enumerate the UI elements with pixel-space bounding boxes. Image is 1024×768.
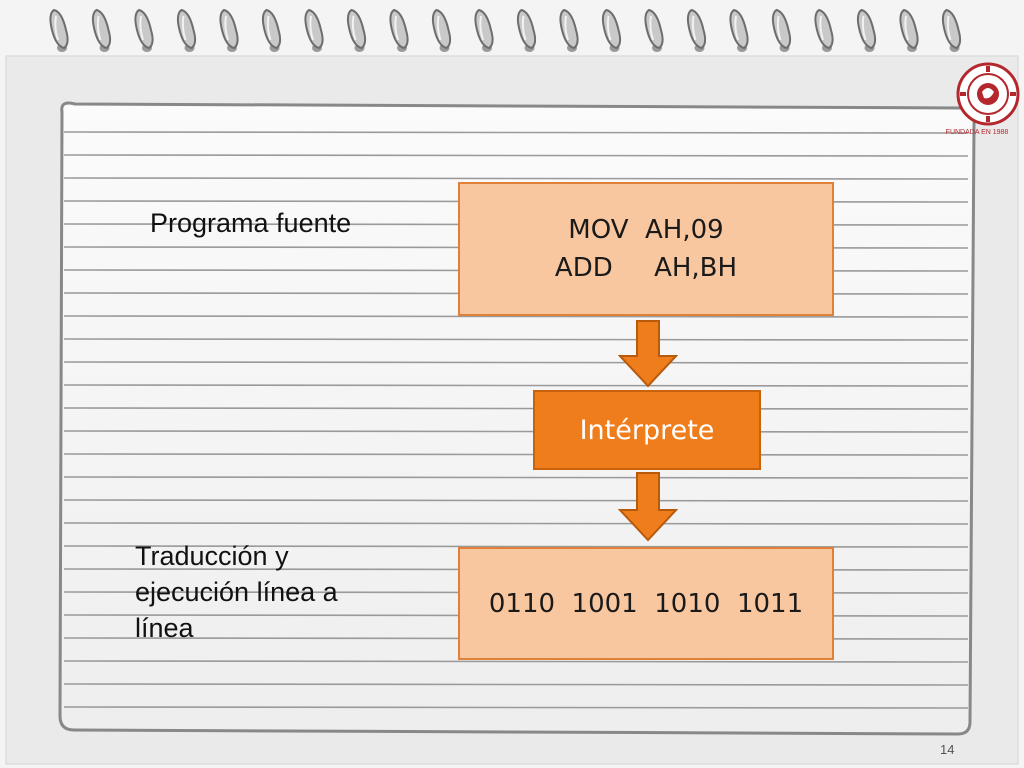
spiral-ring [134,8,154,52]
spiral-ring [219,8,239,52]
spiral-ring [686,8,707,52]
spiral-ring [729,8,749,52]
spiral-binding [49,8,962,52]
ruled-line [63,154,969,157]
logo-founded-text: FUNDADA EN 1988 [945,129,1009,136]
spiral-ring [474,8,494,52]
ruled-line [63,338,969,341]
spiral-ring [559,8,579,52]
down-arrow-icon [618,472,678,542]
spiral-ring [176,8,197,52]
spiral-ring [771,8,792,52]
spiral-ring [899,8,919,52]
spiral-ring [644,8,664,52]
ruled-line [63,384,969,387]
ruled-line [63,706,969,709]
ruled-line [63,131,969,134]
spiral-ring [856,8,877,52]
ruled-line [63,315,969,318]
source-code-line-1: MOV AH,09 [568,215,724,245]
ruled-line [63,453,969,456]
down-arrow-icon [618,320,678,388]
spiral-ring [91,8,112,52]
translation-label: Traducción y ejecución línea a línea [135,538,338,646]
machine-code-box: 0110 1001 1010 1011 [458,547,834,660]
interpreter-box: Intérprete [533,390,761,470]
spiral-ring [431,8,452,52]
translation-label-line-2: ejecución línea a [135,577,338,607]
ruled-line [63,476,969,479]
spiral-ring [49,8,69,52]
spiral-ring [516,8,537,52]
spiral-ring [941,8,962,52]
source-code-line-2: ADD AH,BH [554,253,738,283]
source-code-box: MOV AH,09 ADD AH,BH [458,182,834,316]
ruled-line [63,430,969,433]
ruled-line [63,660,969,663]
translation-label-line-3: línea [135,613,194,643]
spiral-ring [389,8,409,52]
ruled-line [63,407,969,410]
university-logo [956,62,1020,126]
spiral-ring [304,8,324,52]
spiral-ring [261,8,282,52]
ruled-line [63,522,969,525]
translation-label-line-1: Traducción y [135,541,289,571]
spiral-ring [346,8,367,52]
page-number: 14 [940,742,955,757]
ruled-line [63,177,969,180]
ruled-line [63,545,969,548]
university-seal-icon [956,62,1020,126]
spiral-ring [814,8,834,52]
ruled-line [63,361,969,364]
source-program-label: Programa fuente [150,208,352,238]
ruled-line [63,683,969,686]
ruled-line [63,499,969,502]
spiral-ring [601,8,622,52]
